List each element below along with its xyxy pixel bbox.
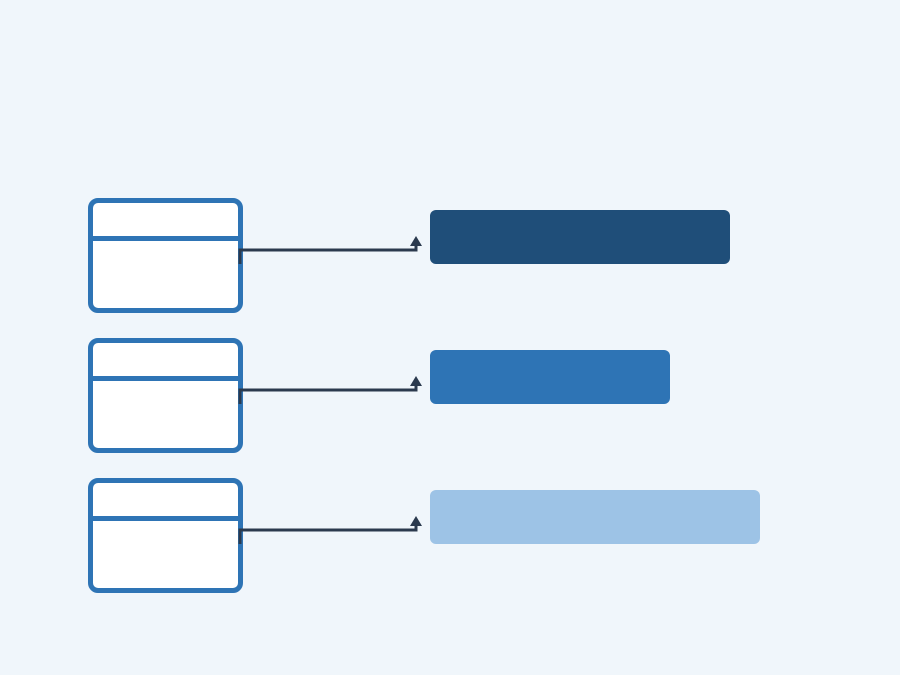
source-card-3 <box>88 478 243 593</box>
target-bar-3 <box>430 490 760 544</box>
connector-3 <box>238 516 422 544</box>
arrowhead-icon <box>410 376 422 386</box>
source-card-3-header <box>93 483 238 521</box>
source-card-2 <box>88 338 243 453</box>
source-card-2-header <box>93 343 238 381</box>
arrowhead-icon <box>410 516 422 526</box>
target-bar-1 <box>430 210 730 264</box>
target-bar-2 <box>430 350 670 404</box>
source-card-1-header <box>93 203 238 241</box>
source-card-1 <box>88 198 243 313</box>
arrowhead-icon <box>410 236 422 246</box>
connector-1 <box>238 236 422 264</box>
connector-2 <box>238 376 422 404</box>
